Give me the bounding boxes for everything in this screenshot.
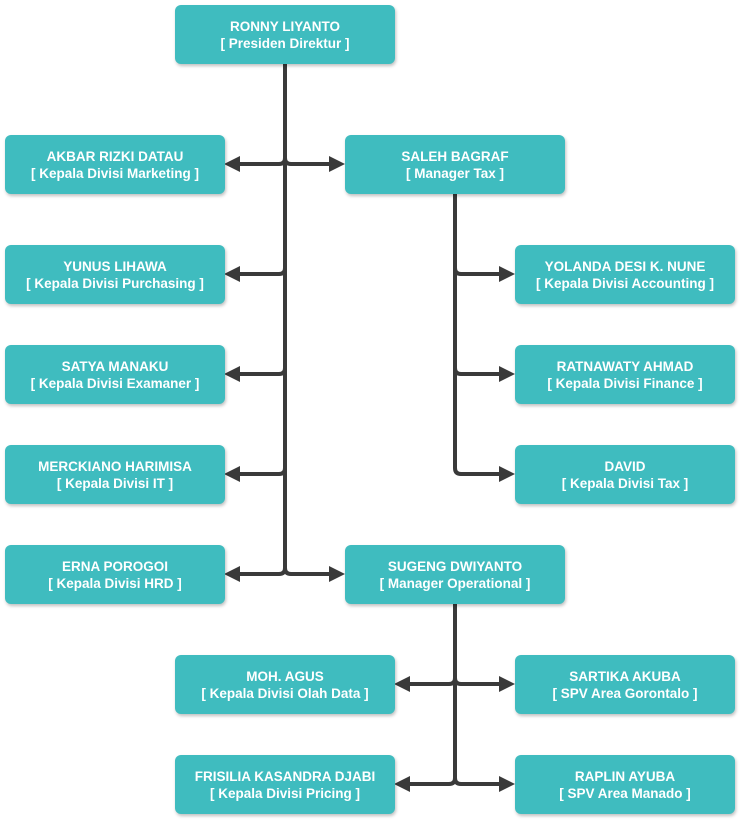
- connector-saleh-to-yolanda: [453, 194, 515, 282]
- node-frisilia-kasandra-djabi: FRISILIA KASANDRA DJABI [ Kepala Divisi …: [175, 755, 395, 814]
- connector-root-to-merckiano: [224, 64, 287, 482]
- node-ronny-liyanto: RONNY LIYANTO [ Presiden Direktur ]: [175, 5, 395, 64]
- connector-root-to-yunus: [224, 64, 287, 282]
- node-title: [ SPV Area Gorontalo ]: [552, 685, 698, 701]
- node-merckiano-harimisa: MERCKIANO HARIMISA [ Kepala Divisi IT ]: [5, 445, 225, 504]
- connector-sugeng-to-sartika: [453, 604, 515, 692]
- node-title: [ Kepala Divisi Tax ]: [561, 475, 689, 491]
- node-name: SALEH BAGRAF: [401, 148, 509, 164]
- node-name: SARTIKA AKUBA: [569, 668, 681, 684]
- node-sugeng-dwiyanto: SUGENG DWIYANTO [ Manager Operational ]: [345, 545, 565, 604]
- node-satya-manaku: SATYA MANAKU [ Kepala Divisi Examaner ]: [5, 345, 225, 404]
- connector-sugeng-to-moh: [394, 604, 457, 692]
- node-title: [ Kepala Divisi Purchasing ]: [26, 275, 204, 291]
- node-name: ERNA POROGOI: [61, 558, 168, 574]
- node-title: [ Manager Operational ]: [379, 575, 531, 591]
- node-yunus-lihawa: YUNUS LIHAWA [ Kepala Divisi Purchasing …: [5, 245, 225, 304]
- node-name: RATNAWATY AHMAD: [556, 358, 694, 374]
- connector-root-to-akbar: [224, 64, 287, 172]
- node-name: SUGENG DWIYANTO: [387, 558, 523, 574]
- node-title: [ Kepala Divisi IT ]: [56, 475, 174, 491]
- node-moh-agus: MOH. AGUS [ Kepala Divisi Olah Data ]: [175, 655, 395, 714]
- node-title: [ Kepala Divisi HRD ]: [48, 575, 182, 591]
- node-title: [ Kepala Divisi Finance ]: [547, 375, 703, 391]
- node-name: FRISILIA KASANDRA DJABI: [194, 768, 376, 784]
- node-name: RONNY LIYANTO: [229, 18, 341, 34]
- node-title: [ Kepala Divisi Examaner ]: [30, 375, 200, 391]
- node-title: [ Manager Tax ]: [405, 165, 505, 181]
- node-name: MOH. AGUS: [246, 668, 324, 684]
- node-name: RAPLIN AYUBA: [574, 768, 676, 784]
- node-title: [ Kepala Divisi Olah Data ]: [201, 685, 369, 701]
- node-david: DAVID [ Kepala Divisi Tax ]: [515, 445, 735, 504]
- connector-root-to-satya: [224, 64, 287, 382]
- node-name: MERCKIANO HARIMISA: [38, 458, 192, 474]
- node-title: [ Kepala Divisi Marketing ]: [30, 165, 200, 181]
- connector-saleh-to-ratnawaty: [453, 194, 515, 382]
- node-title: [ Kepala Divisi Accounting ]: [535, 275, 715, 291]
- node-title: [ SPV Area Manado ]: [559, 785, 691, 801]
- node-yolanda-desi-k-nune: YOLANDA DESI K. NUNE [ Kepala Divisi Acc…: [515, 245, 735, 304]
- node-title: [ Presiden Direktur ]: [220, 35, 350, 51]
- connector-saleh-to-david: [453, 194, 515, 482]
- node-title: [ Kepala Divisi Pricing ]: [209, 785, 361, 801]
- connector-sugeng-to-raplin: [453, 604, 515, 792]
- connector-sugeng-to-frisilia: [394, 604, 457, 792]
- node-akbar-rizki-datau: AKBAR RIZKI DATAU [ Kepala Divisi Market…: [5, 135, 225, 194]
- node-erna-porogoi: ERNA POROGOI [ Kepala Divisi HRD ]: [5, 545, 225, 604]
- connector-root-to-saleh: [283, 64, 345, 172]
- node-name: YUNUS LIHAWA: [63, 258, 167, 274]
- connector-root-to-sugeng: [283, 64, 345, 582]
- node-ratnawaty-ahmad: RATNAWATY AHMAD [ Kepala Divisi Finance …: [515, 345, 735, 404]
- node-saleh-bagraf: SALEH BAGRAF [ Manager Tax ]: [345, 135, 565, 194]
- node-name: YOLANDA DESI K. NUNE: [544, 258, 706, 274]
- node-sartika-akuba: SARTIKA AKUBA [ SPV Area Gorontalo ]: [515, 655, 735, 714]
- node-raplin-ayuba: RAPLIN AYUBA [ SPV Area Manado ]: [515, 755, 735, 814]
- connector-root-to-erna: [224, 64, 287, 582]
- node-name: AKBAR RIZKI DATAU: [46, 148, 184, 164]
- node-name: SATYA MANAKU: [61, 358, 169, 374]
- node-name: DAVID: [604, 458, 646, 474]
